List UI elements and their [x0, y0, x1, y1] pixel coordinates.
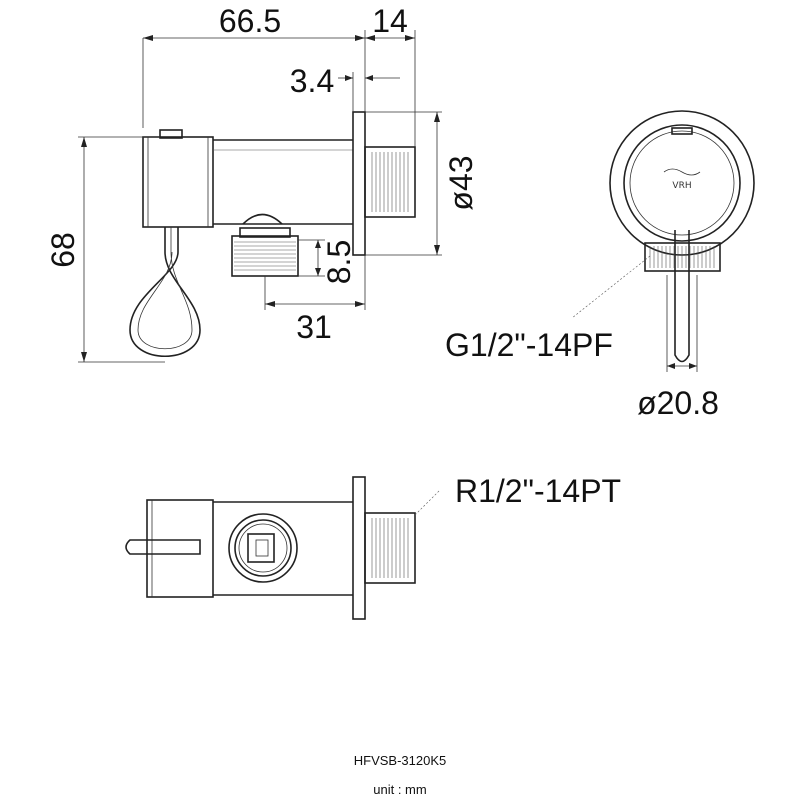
top-inlet-thread: [364, 512, 416, 584]
dim-8-5: 8.5: [321, 240, 357, 284]
dim-31: 31: [296, 309, 332, 345]
dim-diameter-20-8: ø20.8: [637, 385, 719, 421]
dim-3-4: 3.4: [290, 63, 334, 99]
top-view: [125, 476, 416, 620]
top-outlet-outer: [228, 513, 298, 583]
dim-14: 14: [372, 3, 408, 39]
callout-outlet-thread: G1/2"-14PF: [445, 327, 613, 363]
top-flange: [352, 476, 366, 620]
unit-label: unit : mm: [373, 782, 426, 797]
front-view: [129, 111, 416, 358]
brand-logo: VRH: [672, 181, 691, 191]
inlet-thread: [364, 146, 416, 218]
outlet-neck: [242, 213, 283, 225]
side-view: VRH: [609, 110, 755, 363]
loop-handle: [129, 227, 201, 358]
valve-body: [142, 136, 214, 228]
model-number: HFVSB-3120K5: [354, 753, 447, 768]
wave-logo-icon: [663, 168, 701, 176]
side-handle: [674, 230, 690, 363]
flange-inner-circle: [623, 124, 741, 242]
handle-cap: [159, 129, 183, 139]
side-outlet-thread: [644, 242, 721, 272]
top-body: [146, 499, 214, 598]
dim-diameter-43: ø43: [443, 155, 479, 210]
top-handle: [125, 539, 201, 555]
wall-flange: [352, 111, 366, 256]
front-dimensions: [78, 30, 442, 363]
dim-68: 68: [45, 232, 81, 268]
dim-66-5: 66.5: [219, 3, 281, 39]
body-circle: [629, 130, 735, 236]
callout-inlet-thread: R1/2"-14PT: [455, 473, 621, 509]
